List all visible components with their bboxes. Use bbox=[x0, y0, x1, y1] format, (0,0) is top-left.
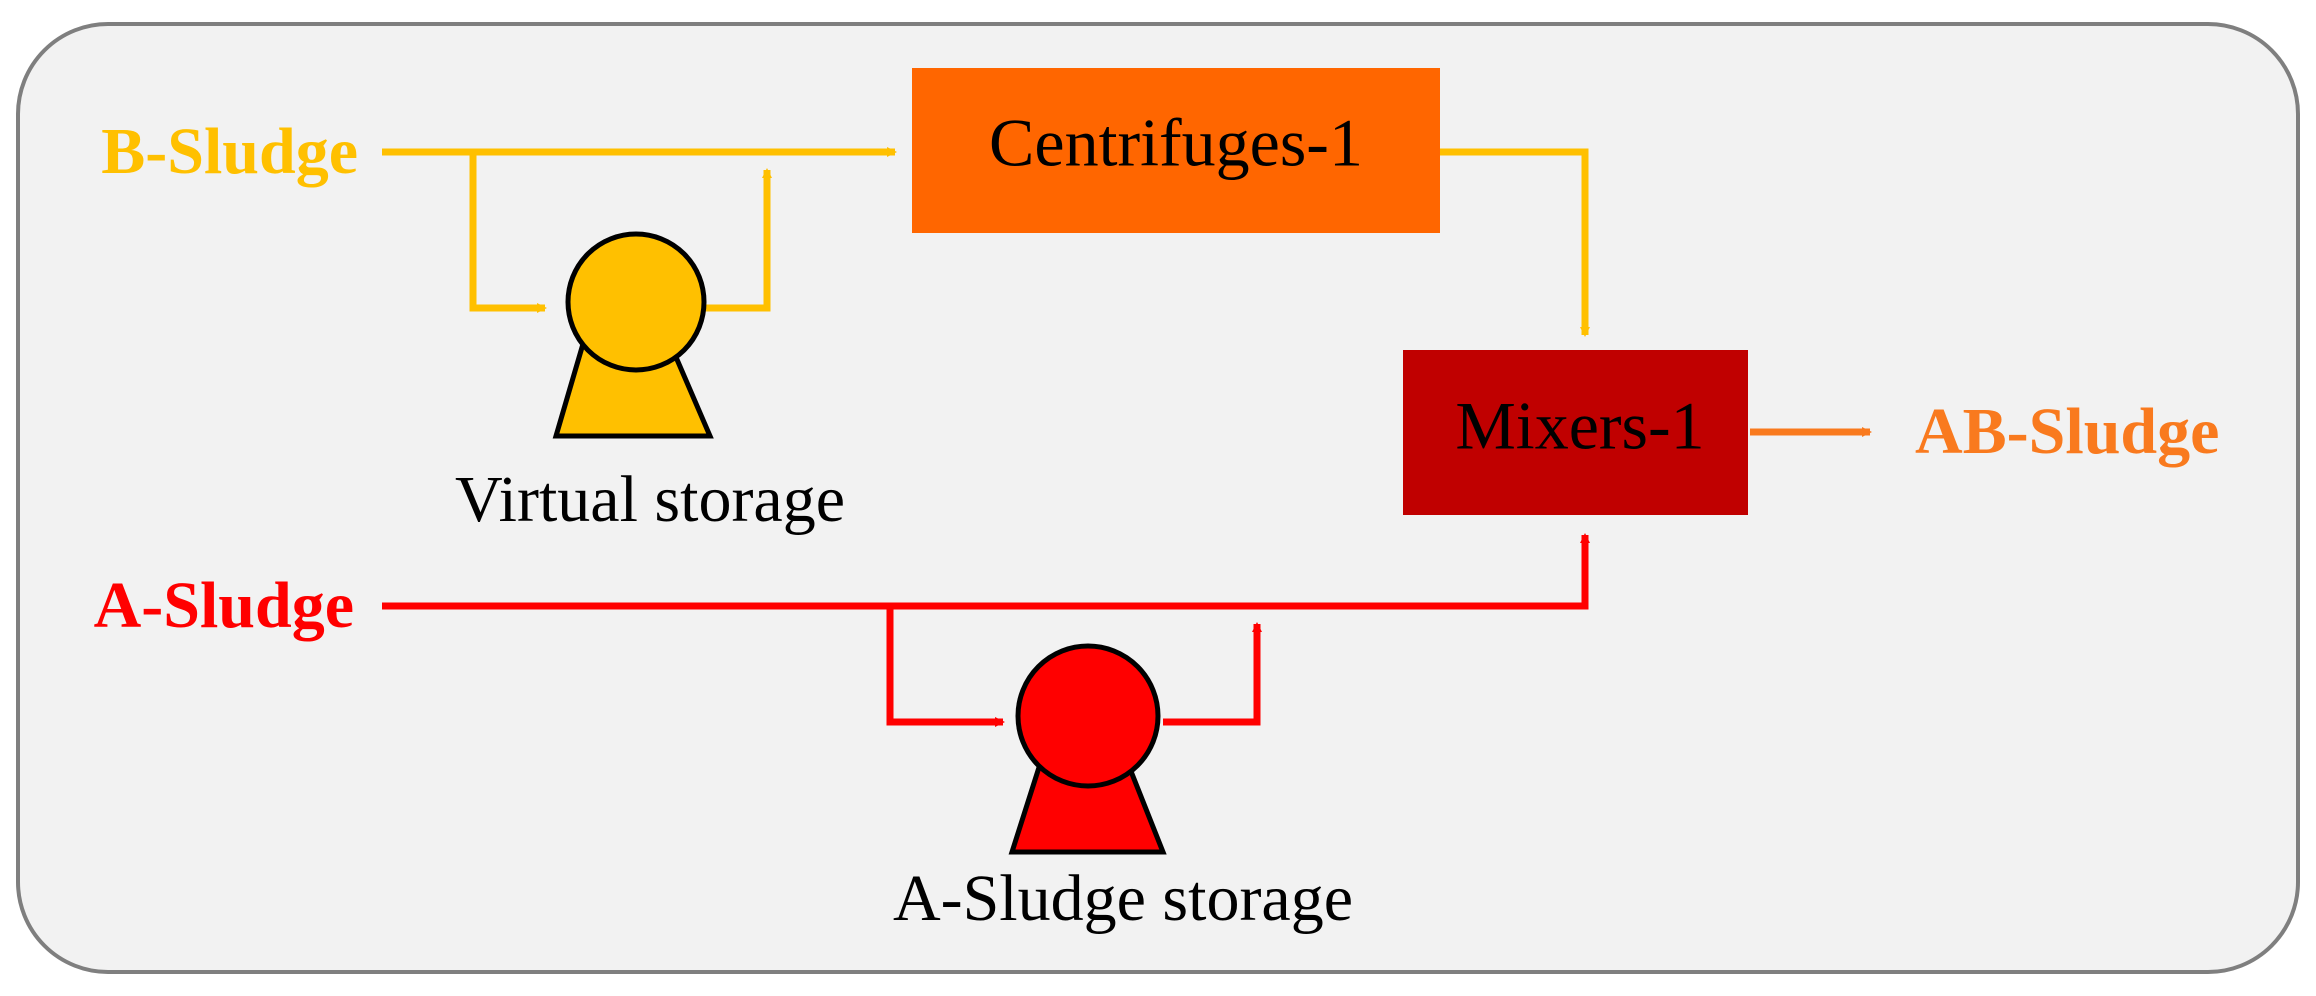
virtual-storage-body bbox=[565, 231, 707, 373]
a-sludge-label: A-Sludge bbox=[94, 569, 354, 642]
centrifuge-unit: Centrifuges-1 bbox=[912, 68, 1440, 233]
b-sludge-flow bbox=[382, 147, 1590, 337]
mixer-unit: Mixers-1 bbox=[1403, 350, 1748, 515]
mixer-label: Mixers-1 bbox=[1455, 388, 1704, 464]
ab-sludge-label: AB-Sludge bbox=[1915, 395, 2219, 468]
b-sludge-label: B-Sludge bbox=[101, 115, 358, 188]
virtual-storage-label: Virtual storage bbox=[455, 463, 845, 536]
mixer-box bbox=[1403, 350, 1748, 515]
a-sludge-branch-in bbox=[886, 606, 1005, 727]
centrifuge-box bbox=[912, 68, 1440, 233]
a-sludge-flow bbox=[382, 533, 1590, 727]
a-sludge-branch-out bbox=[1163, 622, 1262, 726]
centrifuge-to-mixer-line bbox=[1440, 148, 1590, 337]
centrifuge-label: Centrifuges-1 bbox=[989, 105, 1363, 181]
a-sludge-storage-body bbox=[1015, 643, 1161, 789]
b-sludge-branch-out bbox=[705, 168, 772, 312]
a-sludge-storage-label: A-Sludge storage bbox=[893, 862, 1353, 935]
b-sludge-branch-in bbox=[469, 152, 547, 313]
a-sludge-main-line bbox=[382, 533, 1590, 610]
virtual-storage-tank: Virtual storage bbox=[455, 231, 845, 536]
a-sludge-storage-tank: A-Sludge storage bbox=[893, 643, 1353, 935]
